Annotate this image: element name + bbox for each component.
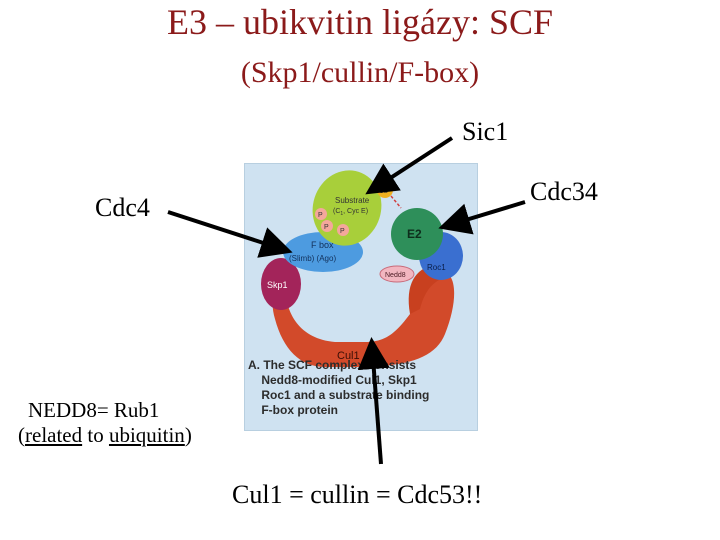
skp1-text: Skp1 [267, 280, 288, 290]
label-cul1-note: Cul1 = cullin = Cdc53!! [232, 480, 483, 509]
slide-subtitle: (Skp1/cullin/F-box) [240, 56, 480, 89]
phospho-3 [337, 224, 349, 236]
fbox-text: F box [311, 240, 334, 250]
p-text-3: P [340, 228, 345, 235]
label-sic1: Sic1 [462, 117, 509, 146]
nedd8-note-ubiquitin: ubiquitin [108, 423, 185, 447]
scf-complex-figure: Substrate (C1, Cyc E) Ub P P P F box (Sl… [244, 163, 478, 431]
slide-title: E3 – ubikvitin ligázy: SCF [166, 2, 553, 42]
nedd8-shape [379, 265, 415, 283]
nedd8-note-suffix: ) [184, 423, 192, 447]
substrate-sub-text: (C1, Cyc E) [333, 208, 368, 217]
e2-text: E2 [407, 227, 422, 241]
p-text-2: P [324, 224, 329, 231]
nedd8-note-line2: (related to ubiquitin) [18, 423, 192, 447]
e2-shape [391, 208, 443, 260]
cul1-text: Cul1 [337, 350, 360, 362]
skp1-shape [261, 258, 301, 310]
scf-complex-illustration: Substrate (C1, Cyc E) Ub P P P F box (Sl… [261, 170, 463, 367]
phospho-1 [315, 208, 327, 220]
arrow-cdc34 [438, 200, 526, 235]
nedd8-note-prefix: ( [18, 423, 25, 447]
nedd8-note-line1: NEDD8= Rub1 [28, 398, 160, 422]
p-text-1: P [318, 212, 323, 219]
arrow-sic1 [365, 136, 454, 195]
fbox-sub-text: (Slimb) (Ago) [289, 254, 336, 263]
cul1-shape [272, 276, 455, 367]
arrow-cul1 [357, 337, 390, 465]
substrate-text: Substrate [335, 196, 370, 205]
phospho-2 [321, 220, 333, 232]
figure-caption: A. The SCF complex consists Nedd8-modifi… [248, 358, 430, 417]
nedd8-text: Nedd8 [385, 272, 406, 279]
roc1-text: Roc1 [427, 263, 446, 272]
label-cdc34: Cdc34 [530, 177, 598, 206]
nedd8-note-related: related [25, 423, 83, 447]
nedd8-note-mid: to [82, 423, 109, 447]
arrow-cdc4 [167, 210, 293, 258]
label-cdc4: Cdc4 [95, 193, 150, 222]
transfer-arrow [390, 195, 402, 209]
